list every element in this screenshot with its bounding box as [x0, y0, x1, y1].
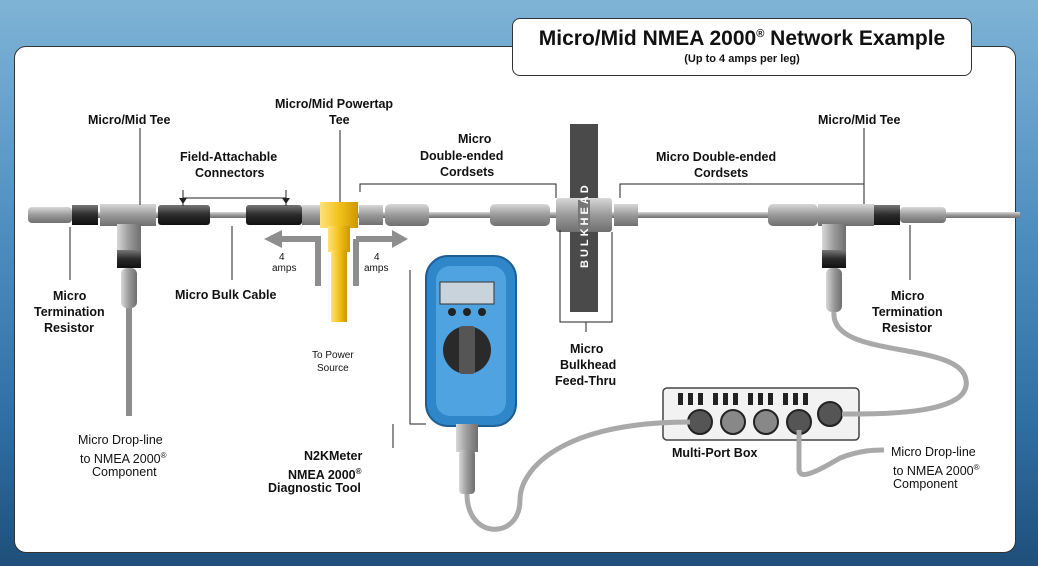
cordset-right-icon [614, 204, 818, 226]
tee-right-icon [818, 204, 874, 312]
label-cordset-right-2: Cordsets [694, 166, 749, 180]
label-term-left-1: Micro [53, 289, 87, 303]
termination-resistor-right-icon [874, 205, 946, 225]
label-bulk-cable: Micro Bulk Cable [175, 288, 277, 302]
label-amps-left-1: 4 [279, 252, 285, 263]
label-term-left-3: Resistor [44, 321, 95, 335]
label-bulkhead-3: Feed-Thru [555, 374, 617, 388]
label-n2k-2: NMEA 2000® [288, 467, 362, 483]
leader-arrowheads [179, 198, 290, 204]
label-cordset-left-3: Cordsets [440, 165, 495, 179]
label-tee-left: Micro/Mid Tee [88, 113, 171, 127]
label-drop-right-3: Component [893, 477, 958, 491]
label-term-right-1: Micro [891, 289, 925, 303]
label-bulkhead-2: Bulkhead [560, 358, 617, 372]
bulkhead-icon: BULKHEAD [556, 124, 612, 312]
leader-lines [69, 128, 911, 448]
label-drop-left-2: to NMEA 2000® [80, 451, 167, 467]
label-drop-left-3: Component [92, 465, 157, 479]
label-cordset-left-1: Micro [458, 132, 492, 146]
drop-line-right-cable [796, 430, 885, 477]
label-cordset-left-2: Double-ended [420, 149, 504, 163]
label-term-right-3: Resistor [882, 321, 933, 335]
tee-to-multiport-cable [831, 311, 969, 417]
current-arrow-left-icon [264, 230, 321, 286]
label-amps-left-2: amps [272, 263, 297, 274]
cordset-left-icon [385, 204, 550, 226]
label-drop-left-1: Micro Drop-line [78, 433, 163, 447]
label-amps-right-1: 4 [374, 252, 380, 263]
label-amps-right-2: amps [364, 263, 389, 274]
label-tee-right: Micro/Mid Tee [818, 113, 901, 127]
termination-resistor-left-icon [28, 205, 98, 225]
label-term-right-2: Termination [872, 305, 943, 319]
multiport-box-icon [662, 387, 860, 441]
current-arrow-right-icon [353, 230, 408, 286]
label-power-source-2: Source [317, 363, 349, 374]
tee-left-icon [100, 204, 156, 416]
label-n2k-1: N2KMeter [304, 449, 363, 463]
meter-cable [464, 419, 691, 532]
title-box: Micro/Mid NMEA 2000® Network Example (Up… [512, 18, 972, 76]
label-field-attachable-2: Connectors [195, 166, 265, 180]
page-title: Micro/Mid NMEA 2000® Network Example [538, 27, 946, 50]
label-bulkhead-1: Micro [570, 342, 604, 356]
label-drop-right-1: Micro Drop-line [891, 445, 976, 459]
field-attachable-connectors-icon [158, 205, 302, 225]
label-n2k-3: Diagnostic Tool [268, 481, 361, 495]
powertap-tee-icon [302, 202, 383, 322]
label-cordset-right-1: Micro Double-ended [656, 150, 777, 164]
bulkhead-vertical-label: BULKHEAD [579, 182, 591, 268]
label-multiport-box: Multi-Port Box [672, 446, 758, 460]
label-powertap-1: Micro/Mid Powertap [275, 97, 394, 111]
label-term-left-2: Termination [34, 305, 105, 319]
n2kmeter-device-icon [425, 255, 517, 494]
label-powertap-2: Tee [329, 113, 350, 127]
page-subtitle: (Up to 4 amps per leg) [684, 53, 800, 65]
label-field-attachable-1: Field-Attachable [180, 150, 278, 164]
label-drop-right-2: to NMEA 2000® [893, 463, 980, 479]
label-power-source-1: To Power [312, 350, 354, 361]
